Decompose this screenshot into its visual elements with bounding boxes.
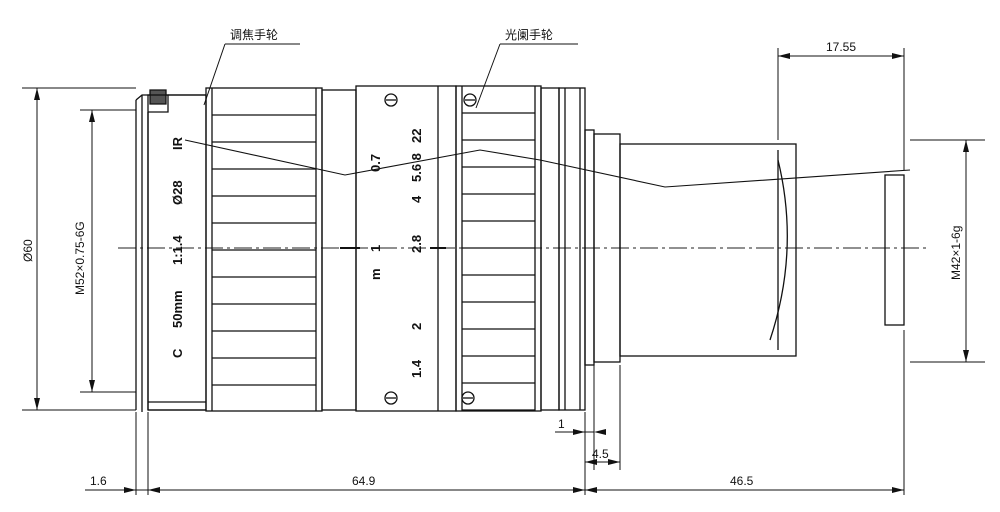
dim-offset-45: 4.5 bbox=[592, 447, 609, 461]
rear-body bbox=[540, 87, 905, 411]
ray-path bbox=[184, 139, 911, 188]
dim-body-length: 64.9 bbox=[352, 474, 376, 488]
dim-bottom-left: 1.6 bbox=[90, 474, 107, 488]
dim-front-thread: M52×0.75-6G bbox=[73, 221, 87, 295]
dimension-arrows bbox=[34, 53, 969, 493]
iris-mark-568: 5.6 8 bbox=[409, 153, 424, 182]
marking-ir: IR bbox=[170, 136, 185, 150]
dim-rear-thread: M42×1-6g bbox=[949, 226, 963, 280]
dimension-lines bbox=[22, 48, 985, 495]
iris-mark-28: 2.8 bbox=[409, 235, 424, 253]
iris-mark-22: 22 bbox=[409, 129, 424, 143]
dim-overall-dia: Ø60 bbox=[21, 239, 35, 262]
iris-ring-callout: 光阑手轮 bbox=[505, 27, 553, 42]
iris-mark-2: 2 bbox=[409, 323, 424, 330]
iris-ring bbox=[455, 85, 542, 412]
marking-dia: Ø28 bbox=[170, 180, 185, 205]
marking-aperture: 1:1.4 bbox=[170, 235, 185, 265]
callout-leaders bbox=[203, 43, 578, 109]
marking-c: C bbox=[170, 348, 185, 358]
focus-mark-mid: 1 bbox=[368, 245, 383, 252]
iris-mark-4: 4 bbox=[409, 195, 424, 203]
focus-unit: m bbox=[368, 268, 383, 280]
dim-offset-1: 1 bbox=[558, 417, 565, 431]
focus-ring-callout: 调焦手轮 bbox=[230, 28, 278, 42]
focus-mark-near: 0.7 bbox=[368, 154, 383, 172]
focus-ring bbox=[205, 87, 323, 412]
dim-rear-length: 46.5 bbox=[730, 474, 754, 488]
iris-mark-14: 1.4 bbox=[409, 359, 424, 378]
marking-focal: 50mm bbox=[170, 290, 185, 328]
dim-top-offset: 17.55 bbox=[826, 40, 856, 54]
